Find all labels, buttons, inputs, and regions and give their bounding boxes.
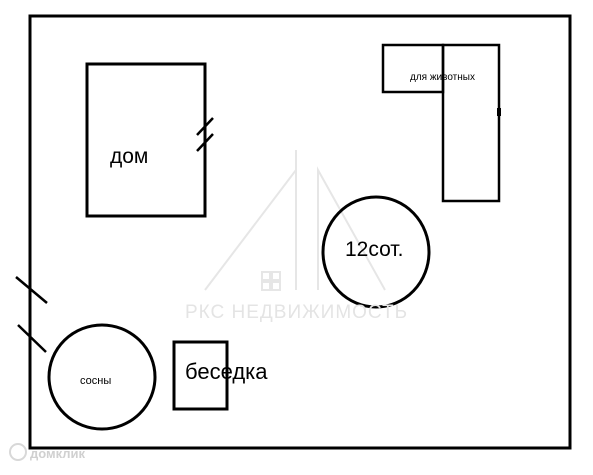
animals-label: для животных xyxy=(410,72,475,83)
plot-boundary xyxy=(28,14,572,450)
pines-label: сосны xyxy=(80,375,112,387)
watermark-logo xyxy=(204,150,386,291)
gazebo-outline xyxy=(172,340,229,411)
watermark-site-text: домклик xyxy=(30,446,86,461)
gate-marks xyxy=(15,276,48,353)
animal-shed-outline xyxy=(381,43,501,203)
pines-circle xyxy=(47,323,157,431)
watermark-agency-text: РКС НЕДВИЖИМОСТЬ xyxy=(185,302,409,323)
house-label: дом xyxy=(110,145,149,168)
house-door-marks xyxy=(196,117,214,152)
gazebo-label: беседка xyxy=(185,359,268,384)
plot-area-circle xyxy=(321,195,431,309)
domclick-logo-icon xyxy=(9,443,27,461)
house-outline xyxy=(85,62,207,218)
plot-area-label: 12сот. xyxy=(345,238,404,261)
